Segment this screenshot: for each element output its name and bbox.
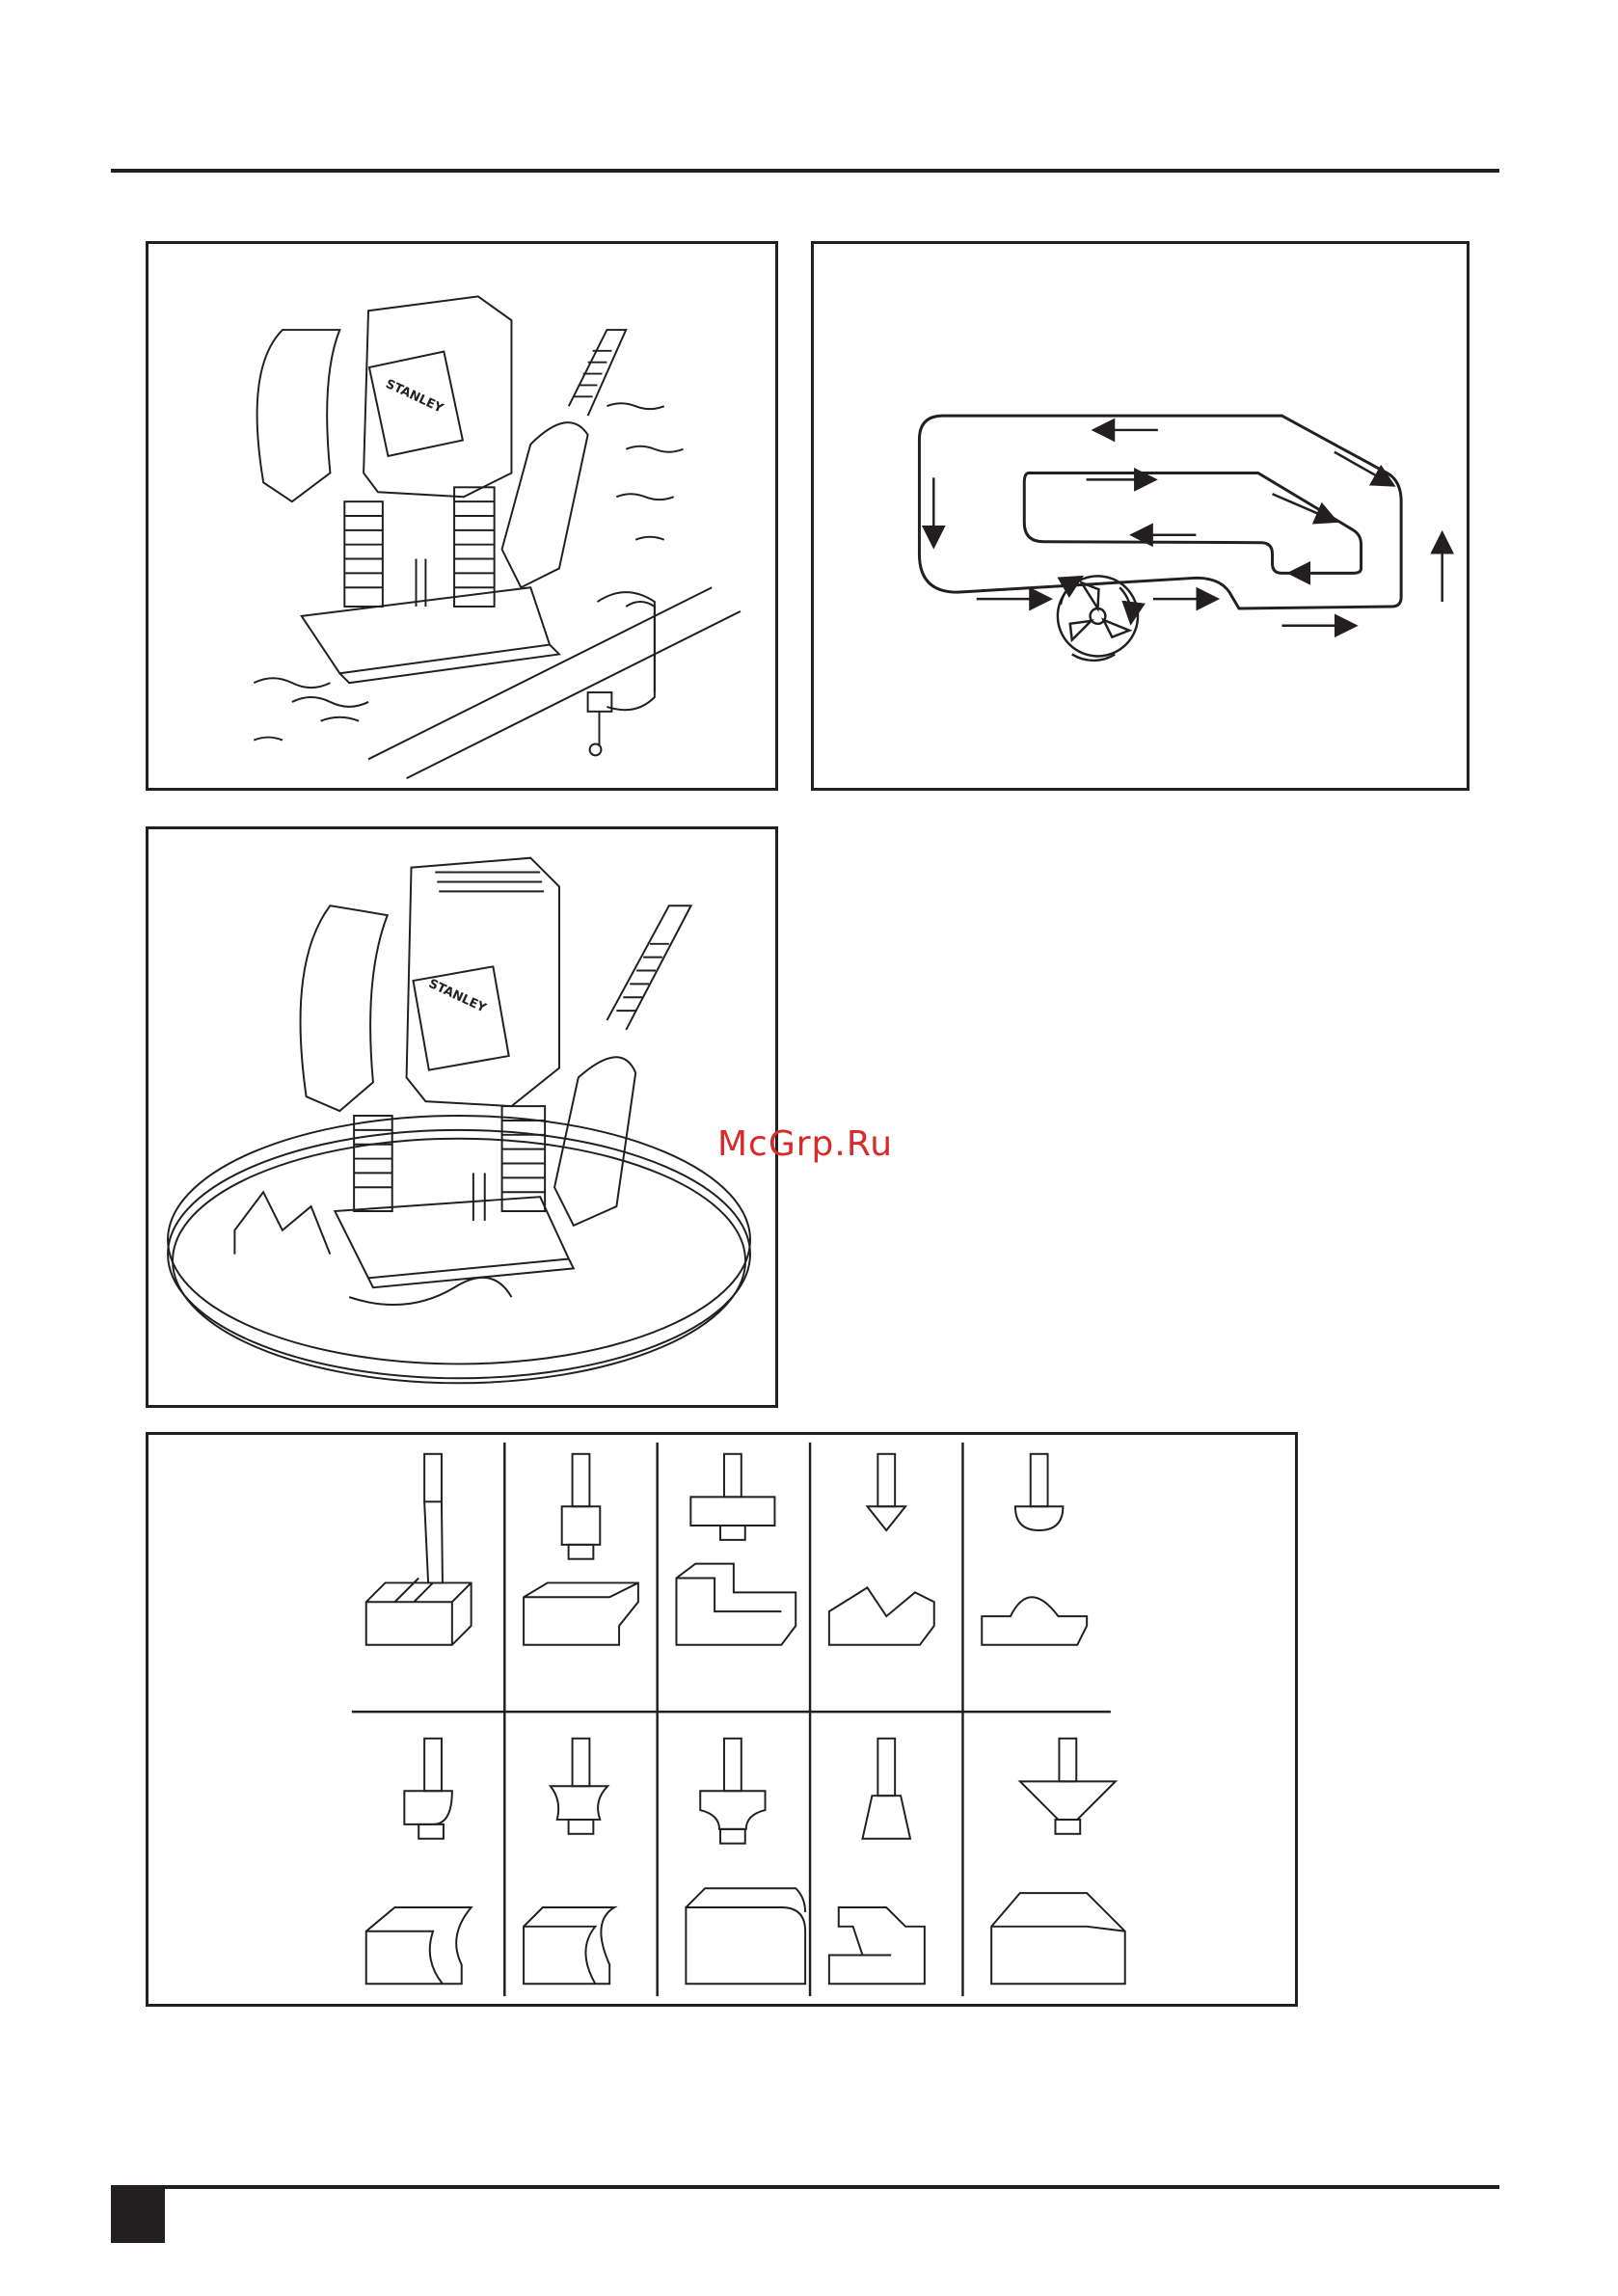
figure-router-clamped: STANLEY — [146, 241, 778, 791]
brand-label: STANLEY — [426, 977, 489, 1016]
cut-profile-icon — [366, 1564, 1125, 1985]
figure-bit-profiles — [146, 1432, 1298, 2007]
header-rule — [111, 169, 1499, 173]
c-clamp-icon — [588, 592, 655, 755]
figure-router-freehand: STANLEY — [146, 826, 778, 1408]
brand-label: STANLEY — [384, 377, 446, 417]
page-number-tab — [111, 2185, 165, 2243]
router-bit-icon — [404, 1454, 1116, 1844]
watermark: McGrp.Ru — [717, 1124, 893, 1164]
footer-rule — [111, 2185, 1499, 2189]
feed-direction-arrow-icon — [933, 430, 1442, 626]
figure-feed-direction — [811, 241, 1470, 791]
router-tool-icon: STANLEY — [148, 244, 775, 788]
